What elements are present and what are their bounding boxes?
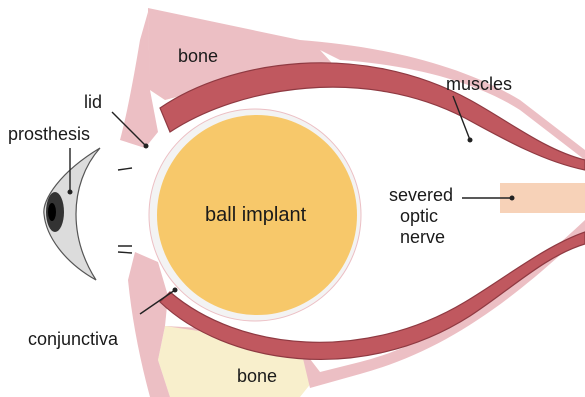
label-nerve: nerve: [400, 227, 445, 247]
dot-muscles: [468, 138, 473, 143]
dot-prosthesis: [68, 190, 73, 195]
label-ball-implant: ball implant: [205, 204, 307, 226]
label-bone-bottom: bone: [237, 366, 277, 386]
label-prosthesis: prosthesis: [8, 124, 90, 144]
lid-marks: [118, 168, 132, 253]
label-bone-top: bone: [178, 46, 218, 66]
label-optic: optic: [400, 206, 438, 226]
dot-conjunctiva: [173, 288, 178, 293]
label-conjunctiva: conjunctiva: [28, 329, 119, 349]
label-severed: severed: [389, 185, 453, 205]
dot-lid: [144, 144, 149, 149]
dot-nerve: [510, 196, 515, 201]
prosthesis-pupil: [48, 203, 56, 221]
label-lid: lid: [84, 92, 102, 112]
label-muscles: muscles: [446, 74, 512, 94]
